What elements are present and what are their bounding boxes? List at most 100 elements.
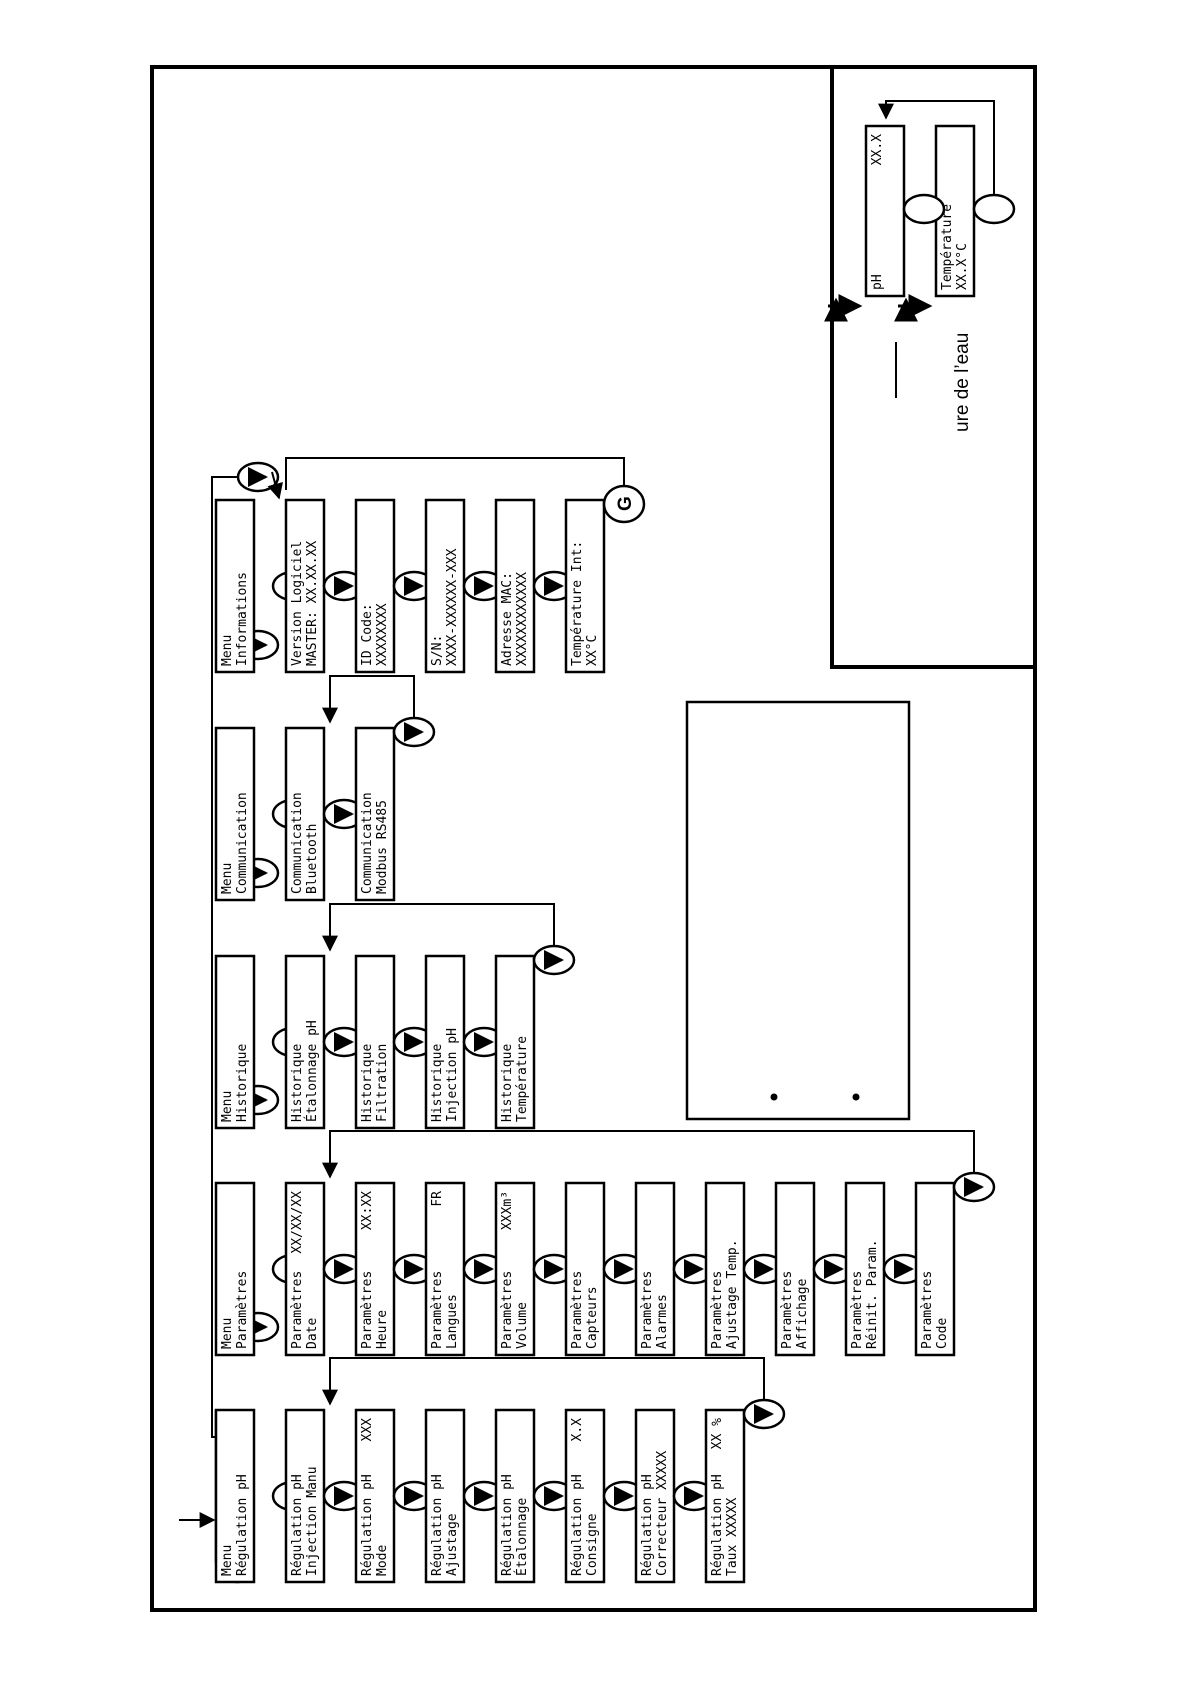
menu-item-parametres-4-line-2: Volume	[515, 1302, 530, 1349]
menu-item-parametres-6-line-2: Alarmes	[655, 1294, 670, 1349]
menu-item-informations-3-line-1: S/N:	[430, 635, 445, 666]
menu-item-regulation-2-line-1: Régulation pH	[360, 1474, 375, 1576]
menu-item-regulation-6-line-2: Correcteur XXXXX	[655, 1451, 670, 1576]
menu-title-informations-line-2: Informations	[235, 572, 250, 666]
loop-arrow-informations	[267, 471, 283, 500]
panel-screen-1-value: XX.X	[870, 134, 885, 165]
loop-lines	[267, 457, 975, 1406]
panel-button-2[interactable]	[972, 193, 1016, 225]
down-button-communication-2[interactable]	[392, 716, 436, 748]
menu-item-parametres-1-line-2: Date	[305, 1318, 320, 1349]
menu-title-informations-line-1: Menu	[220, 635, 235, 666]
menu-item-informations-4-line-2: XXXXXXXXXXXX	[515, 572, 530, 666]
menu-item-informations-5-line-2: XX°C	[585, 635, 600, 666]
menu-item-parametres-1-line-1: Paramètres	[290, 1271, 305, 1349]
menu-title-communication-line-1: Menu	[220, 863, 235, 894]
menu-item-regulation-6-line-1: Régulation pH	[640, 1474, 655, 1576]
menu-item-regulation-1-line-1: Régulation pH	[290, 1474, 305, 1576]
menu-title-communication-line-2: Communication	[235, 792, 250, 894]
menu-item-informations-1-line-2: MASTER: XX.XX.XX	[305, 541, 320, 666]
menu-item-communication-1-line-2: Bluetooth	[305, 824, 320, 894]
down-button-parametres-8[interactable]	[812, 1253, 856, 1285]
loop-line-regulation	[322, 1357, 765, 1406]
panel-button-1[interactable]	[902, 193, 946, 225]
down-button-parametres-6[interactable]	[672, 1253, 716, 1285]
right-panel: pH XX.X Température XX.X°C	[824, 100, 1016, 398]
down-button-parametres-10[interactable]	[952, 1171, 996, 1203]
menu-item-parametres-3-value: FR	[430, 1191, 445, 1207]
menu-item-regulation-2-value: XXX	[360, 1418, 375, 1442]
menu-item-parametres-3-line-2: Langues	[445, 1294, 460, 1349]
menu-item-regulation-1-line-2: Injection Manu	[305, 1466, 320, 1576]
menu-title-regulation-line-2: Régulation pH	[235, 1474, 250, 1576]
menu-item-parametres-10-line-1: Paramètres	[920, 1271, 935, 1349]
down-button-historique-4[interactable]	[532, 944, 576, 976]
menu-item-parametres-9-line-2: Réinit. Param.	[865, 1239, 880, 1349]
menu-item-parametres-4-value: XXXm³	[500, 1191, 515, 1230]
menu-item-parametres-8-line-1: Paramètres	[780, 1271, 795, 1349]
menu-item-informations-4-line-1: Adresse MAC:	[500, 572, 515, 666]
menu-item-parametres-2-line-1: Paramètres	[360, 1271, 375, 1349]
menu-item-informations-4: Adresse MAC: XXXXXXXXXXXX	[494, 498, 536, 674]
menu-item-parametres-8-line-2: Affichage	[795, 1278, 810, 1349]
blank-display-box	[685, 700, 911, 1121]
down-button-communication-1[interactable]	[322, 798, 366, 830]
menu-item-regulation-4-line-1: Régulation pH	[500, 1474, 515, 1576]
menu-item-historique-3-line-1: Historique	[430, 1044, 445, 1122]
loop-line-historique	[322, 903, 555, 952]
back-icon: G	[615, 496, 636, 511]
menu-item-regulation-3-line-1: Régulation pH	[430, 1474, 445, 1576]
menu-title-regulation-line-1: Menu	[220, 1545, 235, 1576]
menu-item-informations-5: Température Int: XX°C	[564, 498, 606, 674]
menu-item-parametres-6-line-1: Paramètres	[640, 1271, 655, 1349]
menu-item-historique-2-line-2: Filtration	[375, 1044, 390, 1122]
menu-title-historique-line-2: Historique	[235, 1044, 250, 1122]
menu-item-informations-1-line-1: Version Logiciel	[290, 541, 305, 666]
menu-item-regulation-7-value: XX %	[710, 1418, 725, 1449]
panel-loop-line	[878, 100, 995, 195]
panel-screen-1-line-1: pH	[870, 274, 885, 290]
menu-item-historique-4-line-2: Température	[515, 1036, 530, 1122]
panel-screen-2-line-1: Température	[940, 204, 955, 290]
menu-item-historique-4-line-1: Historique	[500, 1044, 515, 1122]
menu-item-communication-2-line-1: Communication	[360, 792, 375, 894]
loop-line-communication	[322, 675, 415, 724]
menu-title-historique-line-1: Menu	[220, 1091, 235, 1122]
next-menu-button-informations[interactable]	[236, 461, 280, 493]
menu-item-historique-2-line-1: Historique	[360, 1044, 375, 1122]
menu-item-informations-2-line-1: ID Code:	[360, 603, 375, 666]
menu-item-parametres-7-line-2: Ajustage Temp.	[725, 1239, 740, 1349]
menu-item-regulation-4-line-2: Étalonnage	[514, 1498, 530, 1576]
loop-line-parametres	[322, 1130, 975, 1179]
menu-item-informations-5-line-1: Température Int:	[570, 541, 585, 666]
down-button-regulation-7[interactable]	[742, 1398, 786, 1430]
back-button-informations[interactable]: G	[602, 484, 646, 524]
menu-item-parametres-5-line-2: Capteurs	[585, 1286, 600, 1349]
menu-item-communication-2-line-2: Modbus RS485	[375, 800, 390, 894]
panel-screen-2-line-2: XX.X°C	[955, 243, 970, 290]
